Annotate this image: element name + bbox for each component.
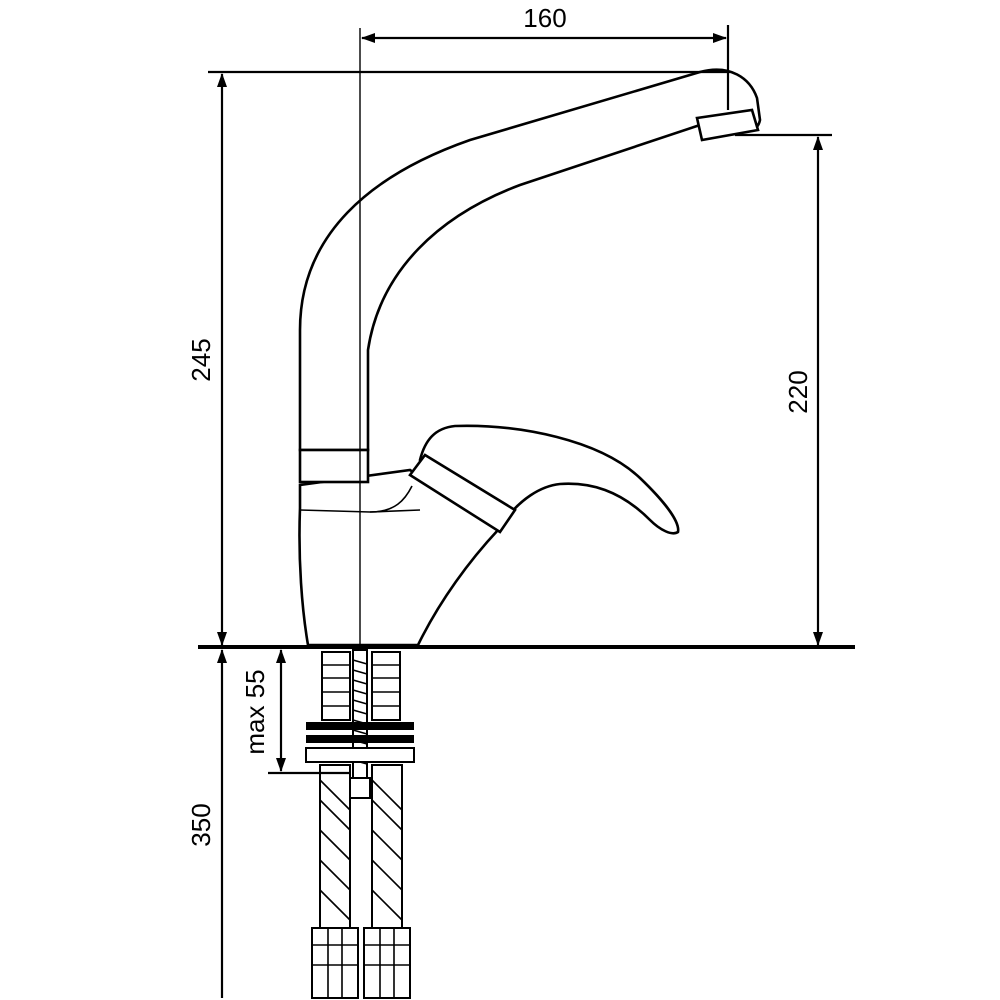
left-hose-nut	[311, 927, 359, 999]
dim-label-hose-length: 350	[186, 803, 216, 846]
mounting-hardware	[305, 649, 415, 999]
lever-handle	[418, 424, 680, 535]
spout-ring	[298, 448, 370, 484]
dimension-spout-reach: 160	[361, 3, 730, 110]
dimension-mount-thickness: max 55	[240, 649, 350, 775]
dim-label-spout-reach: 160	[523, 3, 566, 33]
dimension-hose-length: 350	[186, 649, 227, 998]
left-hose-fitting-top	[321, 651, 351, 721]
mounting-washer	[306, 722, 414, 730]
right-hose-fitting-top	[371, 651, 401, 721]
left-hose	[319, 764, 351, 931]
right-hose-nut	[363, 927, 411, 999]
lever-collar	[408, 453, 517, 534]
spout-aerator	[695, 108, 760, 142]
dim-label-mount-thickness: max 55	[240, 669, 270, 754]
faucet-spout	[298, 68, 762, 452]
dim-label-spout-height: 220	[783, 370, 813, 413]
dimension-spout-height: 220	[735, 133, 832, 646]
dimension-total-height: 245	[186, 70, 730, 646]
faucet-base	[298, 468, 500, 647]
dim-label-total-height: 245	[186, 338, 216, 381]
faucet	[298, 68, 762, 647]
